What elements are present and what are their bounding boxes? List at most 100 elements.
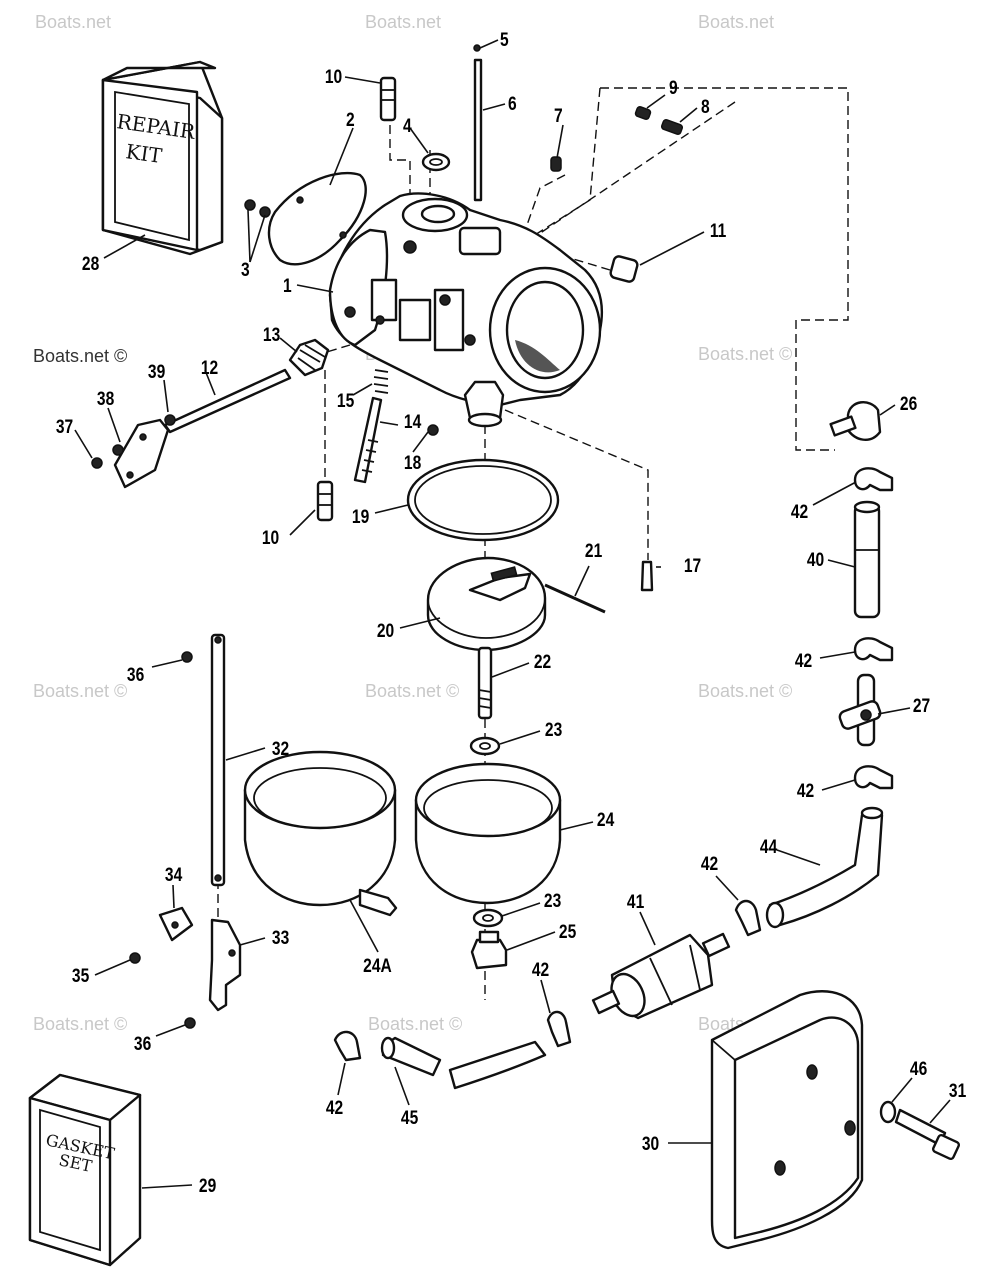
callout-27: 27 [913,695,930,717]
callout-6: 6 [508,93,517,115]
callout-28: 28 [82,253,100,275]
o-ring-part-4 [421,152,451,172]
rod-part-32 [210,633,226,887]
clip-part-34 [158,906,194,942]
callout-9: 9 [669,77,678,99]
callout-18: 18 [404,452,422,474]
callout-40: 40 [807,549,824,571]
callout-25: 25 [559,921,577,943]
callout-12: 12 [201,357,218,379]
float-bowl-part-24 [414,762,562,905]
watermark: Boats.net © [33,681,127,701]
screw-part-35 [129,952,141,964]
hose-clamp-part-42 [853,467,894,492]
callout-45: 45 [401,1107,419,1129]
watermark: Boats.net [35,12,111,32]
washer-part-46 [879,1100,897,1124]
callout-1: 1 [283,275,292,297]
hose-part-40 [853,500,881,619]
callout-42: 42 [701,853,718,875]
pin-part-6 [473,44,483,202]
callout-29: 29 [199,1175,217,1197]
watermark: Boats.net © [365,681,459,701]
callout-36: 36 [127,664,145,686]
needle-valve-part-22 [477,646,493,720]
callout-38: 38 [97,388,115,410]
callout-24: 24 [597,809,615,831]
hose-clamp-part-42 [853,765,894,790]
needle-screw-part-14 [353,396,383,484]
gasket-set-box: GASKET SET [28,1073,142,1267]
hose-clamp-part-42 [734,899,762,937]
watermark: Boats.net [698,12,774,32]
callout-14: 14 [404,411,422,433]
callout-20: 20 [377,620,394,642]
screw-part-18 [427,424,439,436]
hose-clamp-part-42 [333,1030,362,1062]
callout-10: 10 [325,66,342,88]
hose-clamp-part-42 [853,637,894,662]
repair-kit-label-line2: KIT [124,139,164,168]
carburetor-body [328,192,604,428]
callout-32: 32 [272,738,289,760]
callout-42: 42 [797,780,814,802]
callout-42: 42 [795,650,812,672]
watermark: Boats.net © [33,346,127,366]
callout-39: 39 [148,361,166,383]
bolt-part-31 [894,1108,960,1161]
watermark: Boats.net [365,12,441,32]
float-bowl-part-24a [243,750,398,917]
callout-33: 33 [272,927,290,949]
callout-7: 7 [554,105,563,127]
callout-21: 21 [585,540,603,562]
callout-41: 41 [627,891,645,913]
callout-30: 30 [642,1133,659,1155]
callout-42: 42 [791,501,808,523]
spring-part-13 [288,338,330,377]
plug-part-7 [550,156,562,172]
callout-11: 11 [710,220,727,242]
watermark: Boats.net © [368,1014,462,1034]
hose-part-45 [380,1036,442,1077]
repair-kit-box: REPAIR KIT [101,60,224,256]
tee-fitting-part-27 [838,673,882,747]
screws-part-8-9 [634,106,684,136]
callout-37: 37 [56,416,73,438]
callout-15: 15 [337,390,355,412]
callout-42: 42 [532,959,549,981]
bracket-part-33 [208,918,242,1012]
callout-24a: 24A [363,955,392,977]
callout-17: 17 [684,555,701,577]
cover-part-30 [710,990,864,1250]
callout-19: 19 [352,506,370,528]
callout-34: 34 [165,864,183,886]
screw-part-36-lower [184,1017,196,1029]
callout-2: 2 [346,109,355,131]
drain-plug-part-25 [470,930,508,970]
cap-part-11 [609,255,639,283]
washer-part-23 [469,736,501,756]
leader-lines [74,39,951,1189]
callout-44: 44 [760,836,778,858]
washer-part-23-lower [472,908,504,928]
float-part-20 [426,556,547,652]
linkage-shaft-part-12 [91,368,292,489]
callout-23: 23 [544,890,562,912]
fuel-filter-part-41 [591,932,731,1020]
callout-46: 46 [910,1058,928,1080]
elbow-fitting-part-26 [829,401,882,441]
screw-part-36 [181,651,193,663]
float-bowl-gasket-part-19 [406,458,560,542]
callout-3: 3 [241,259,250,281]
hose-clamp-part-42 [546,1010,572,1048]
callout-36: 36 [134,1033,152,1055]
callout-5: 5 [500,29,509,51]
watermarks: Boats.net Boats.net Boats.net Boats.net … [33,12,792,1034]
callout-13: 13 [263,324,281,346]
jet-part-10-lower [316,480,334,522]
callout-10: 10 [262,527,279,549]
hose-part-44 [765,806,884,929]
screw-part-17 [640,560,654,592]
callout-8: 8 [701,96,710,118]
